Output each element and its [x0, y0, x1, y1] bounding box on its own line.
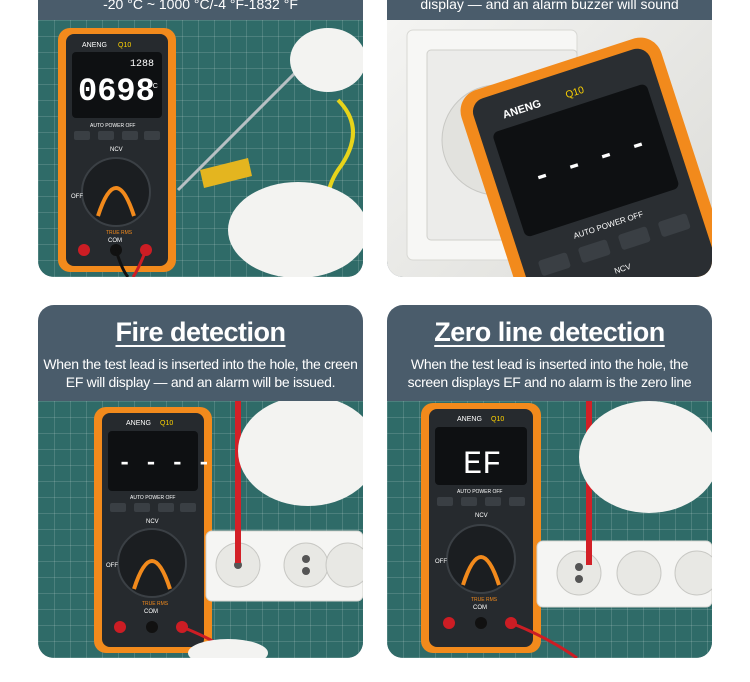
zero-line-card: Zero line detection When the test lead i…: [387, 305, 712, 658]
buzzer-photo: ANENG Q10 - - - - AUTO POWER OFF NCV: [387, 20, 712, 277]
zero-line-description: When the test lead is inserted into the …: [407, 356, 692, 390]
svg-text:TRUE RMS: TRUE RMS: [142, 601, 169, 607]
buzzer-card: display — and an alarm buzzer will sound…: [387, 0, 712, 277]
meter-small-display: 1288: [130, 59, 154, 70]
svg-text:AUTO POWER OFF: AUTO POWER OFF: [90, 123, 135, 129]
temperature-card: -20 °C ~ 1000 °C/-4 °F-1832 °F ANENG Q10…: [38, 0, 363, 277]
svg-text:OFF: OFF: [71, 194, 83, 200]
temperature-caption: -20 °C ~ 1000 °C/-4 °F-1832 °F: [103, 0, 298, 12]
fire-detection-photo: ANENG Q10 - - - - AUTO POWER OFF NCV OFF…: [38, 401, 363, 658]
svg-text:TRUE RMS: TRUE RMS: [471, 597, 498, 603]
meter-display: EF: [463, 446, 501, 483]
meter-display: 0698: [78, 73, 155, 110]
svg-text:AUTO POWER OFF: AUTO POWER OFF: [130, 495, 175, 501]
meter-model: Q10: [160, 420, 173, 427]
svg-text:NCV: NCV: [475, 513, 488, 519]
zero-line-photo: ANENG Q10 EF AUTO POWER OFF NCV OFF TRUE…: [387, 401, 712, 658]
meter-model: Q10: [491, 416, 504, 423]
svg-text:AUTO POWER OFF: AUTO POWER OFF: [457, 489, 502, 495]
meter-unit: °C: [150, 82, 158, 90]
buzzer-caption: display — and an alarm buzzer will sound: [420, 0, 679, 12]
temperature-photo: ANENG Q10 1288 0698 °C AUTO POWER OFF NC…: [38, 20, 363, 277]
meter-display: - - - -: [118, 451, 210, 476]
svg-text:NCV: NCV: [146, 519, 159, 525]
fire-detection-card: Fire detection When the test lead is ins…: [38, 305, 363, 658]
svg-text:TRUE RMS: TRUE RMS: [106, 230, 133, 236]
meter-brand: ANENG: [82, 42, 107, 49]
svg-text:COM: COM: [144, 609, 158, 615]
meter-brand: ANENG: [126, 420, 151, 427]
svg-text:COM: COM: [108, 238, 122, 244]
svg-text:COM: COM: [473, 605, 487, 611]
fire-detection-title: Fire detection: [115, 317, 286, 347]
meter-brand: ANENG: [457, 416, 482, 423]
svg-text:OFF: OFF: [435, 559, 447, 565]
zero-line-title: Zero line detection: [434, 317, 665, 347]
fire-detection-description: When the test lead is inserted into the …: [43, 356, 358, 390]
svg-text:NCV: NCV: [110, 147, 123, 153]
meter-model: Q10: [118, 42, 131, 49]
svg-text:OFF: OFF: [106, 563, 118, 569]
